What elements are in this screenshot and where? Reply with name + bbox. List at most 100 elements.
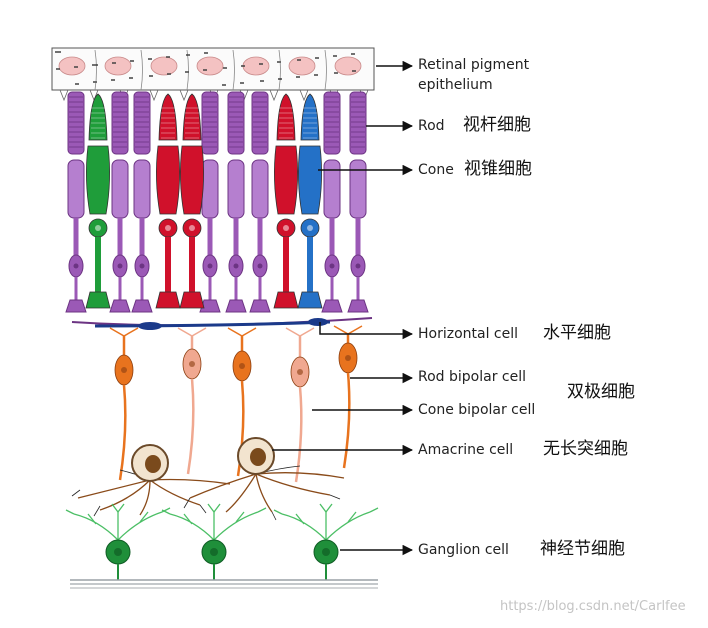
ganglion-dendrite bbox=[295, 513, 305, 525]
bipolar-axon bbox=[236, 380, 245, 477]
cone-inner-segment bbox=[298, 145, 322, 215]
rod-outer-segment bbox=[133, 91, 151, 155]
amacrine-dendrite bbox=[189, 473, 257, 499]
amacrine-fine-branch bbox=[271, 511, 277, 521]
bipolar-axon bbox=[118, 384, 127, 481]
pigment-granule bbox=[333, 55, 335, 57]
bipolar-axon bbox=[186, 378, 195, 475]
rod-nucleolus bbox=[355, 263, 361, 269]
pigment-granule bbox=[56, 68, 58, 70]
rod-terminal bbox=[109, 299, 131, 313]
amacrine-cells bbox=[71, 437, 345, 521]
rod-cell bbox=[131, 91, 153, 313]
rod-inner-segment bbox=[251, 159, 269, 219]
cone-pedicle bbox=[155, 291, 181, 309]
amacrine-dendrite bbox=[225, 473, 257, 513]
label-amacrine-cn: 无长突细胞 bbox=[543, 439, 628, 459]
pigment-granule bbox=[111, 79, 113, 81]
pigment-granule bbox=[280, 78, 282, 80]
pigment-cell-border bbox=[186, 49, 189, 91]
ganglion-dendrite bbox=[325, 503, 333, 513]
ganglion-cell bbox=[161, 503, 267, 580]
watermark: https://blog.csdn.net/Carlfee bbox=[500, 599, 686, 614]
cone-nucleolus bbox=[189, 225, 195, 231]
pigment-granule bbox=[185, 71, 187, 73]
pigment-granule bbox=[352, 70, 354, 72]
amacrine-dendrite bbox=[149, 478, 231, 485]
pigment-process bbox=[179, 89, 189, 102]
pigment-granule bbox=[205, 69, 207, 71]
ganglion-cell bbox=[273, 503, 379, 580]
pigment-cell-border bbox=[140, 49, 143, 91]
photoreceptor-layer bbox=[65, 91, 369, 313]
amacrine-dendrites bbox=[71, 465, 345, 521]
ganglion-nucleus bbox=[210, 548, 218, 556]
label-cone-cn: 视锥细胞 bbox=[464, 159, 532, 179]
cone-nucleolus bbox=[307, 225, 313, 231]
pigment-epithelium-layer bbox=[51, 47, 375, 102]
pigment-granule bbox=[114, 62, 116, 64]
cone-outer-segment bbox=[276, 93, 296, 141]
pigment-granule bbox=[129, 77, 131, 79]
label-horizontal-en: Horizontal cell bbox=[418, 326, 519, 342]
pigment-cell bbox=[150, 56, 178, 76]
cone-outer-segment bbox=[182, 93, 202, 141]
pigment-cell bbox=[58, 56, 86, 76]
pigment-granule bbox=[149, 75, 151, 77]
ganglion-dendrite bbox=[183, 513, 193, 525]
pigment-granule bbox=[223, 67, 225, 69]
pigment-granule bbox=[96, 64, 98, 66]
pigment-granule bbox=[77, 83, 79, 85]
rod-outer-segment bbox=[323, 91, 341, 155]
label-rod-en: Rod bbox=[418, 118, 445, 134]
ganglion-dendrite bbox=[319, 503, 327, 513]
pigment-granule bbox=[206, 52, 208, 54]
ganglion-dendrite bbox=[213, 503, 221, 513]
label-cone-bipolar-en: Cone bipolar cell bbox=[418, 402, 536, 418]
rod-inner-segment bbox=[323, 159, 341, 219]
ganglion-nucleus bbox=[114, 548, 122, 556]
amacrine-dendrite bbox=[255, 473, 331, 496]
cone-cell bbox=[179, 93, 205, 309]
pigment-granule bbox=[262, 80, 264, 82]
bipolar-axon bbox=[294, 386, 303, 483]
bipolar-dendrites bbox=[109, 327, 139, 337]
pigment-epithelium-cells bbox=[55, 49, 369, 102]
pigment-granule bbox=[151, 75, 153, 77]
ganglion-dendrite bbox=[73, 513, 119, 541]
pigment-granule bbox=[351, 53, 353, 55]
pigment-granule bbox=[243, 65, 245, 67]
pigment-granule bbox=[59, 51, 61, 53]
pigment-cell-border bbox=[94, 49, 97, 91]
rod-terminal bbox=[225, 299, 247, 313]
pigment-granule bbox=[186, 54, 188, 56]
nerve-fiber-layer bbox=[70, 579, 378, 589]
rod-terminal bbox=[131, 299, 153, 313]
pigment-cell-border bbox=[232, 49, 235, 91]
rod-nucleolus bbox=[329, 263, 335, 269]
pigment-granule bbox=[259, 63, 261, 65]
bipolar-nucleus bbox=[345, 355, 351, 361]
rod-outer-segment bbox=[227, 91, 245, 155]
rod-nucleolus bbox=[233, 263, 239, 269]
pigment-granule bbox=[296, 76, 298, 78]
pigment-granule bbox=[354, 70, 356, 72]
ganglion-cell bbox=[65, 503, 171, 580]
ganglion-dendrite bbox=[257, 507, 267, 513]
ganglion-dendrite bbox=[169, 513, 215, 541]
pigment-granule bbox=[148, 58, 150, 60]
pigment-process bbox=[149, 89, 159, 102]
rod-terminal bbox=[321, 299, 343, 313]
amacrine-dendrite bbox=[139, 479, 151, 516]
cone-pedicle bbox=[273, 291, 299, 309]
rod-outer-segment bbox=[251, 91, 269, 155]
rod-cell bbox=[225, 91, 247, 313]
ganglion-dendrite bbox=[347, 511, 357, 523]
pigment-process bbox=[59, 89, 69, 102]
pigment-granule bbox=[167, 73, 169, 75]
amacrine-dendrite bbox=[77, 479, 151, 499]
ganglion-dendrite bbox=[235, 511, 245, 523]
pigment-granule bbox=[57, 51, 59, 53]
bipolar-nucleus bbox=[121, 367, 127, 373]
ganglion-dendrite bbox=[139, 511, 149, 523]
